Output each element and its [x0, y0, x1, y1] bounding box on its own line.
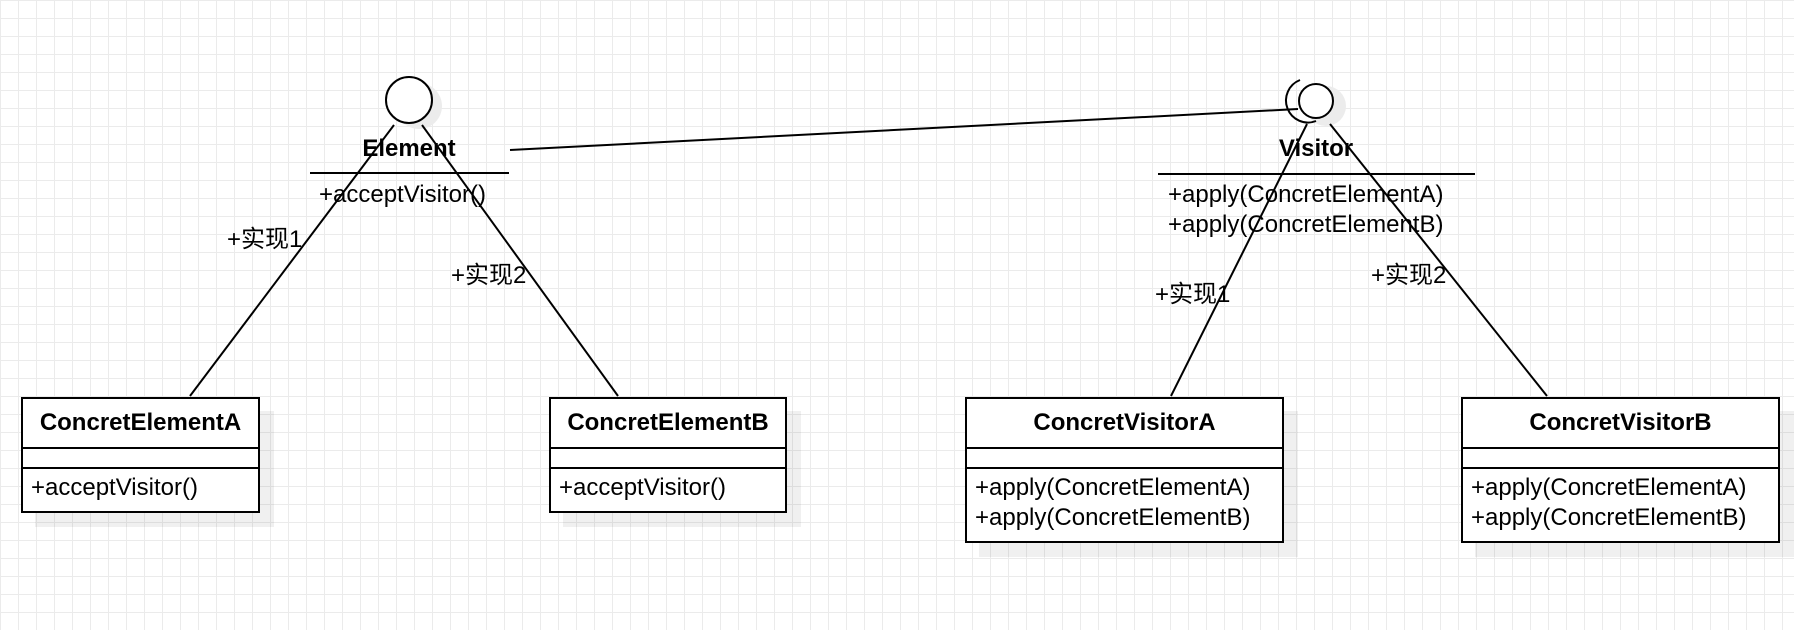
class-attributes-compartment: [551, 449, 785, 469]
visitor-required-socket-icon: [1285, 79, 1317, 124]
class-operation: +apply(ConcretElementB): [975, 504, 1251, 531]
visitor-operation-2: +apply(ConcretElementB): [1168, 211, 1444, 238]
class-box-concret-element-a[interactable]: ConcretElementA +acceptVisitor(): [21, 397, 260, 513]
class-operation: +acceptVisitor(): [559, 474, 726, 501]
visitor-impl-1-label: +实现1: [1155, 281, 1231, 308]
element-visitor-association[interactable]: [509, 108, 1299, 151]
class-name: ConcretElementB: [551, 399, 785, 449]
class-operations-compartment: +acceptVisitor(): [23, 469, 258, 507]
element-impl-2-label: +实现2: [451, 262, 527, 289]
element-interface-icon[interactable]: [385, 76, 433, 124]
class-operations-compartment: +apply(ConcretElementA) +apply(ConcretEl…: [1463, 469, 1778, 537]
element-impl-2-edge[interactable]: [421, 124, 619, 397]
class-box-concret-visitor-a[interactable]: ConcretVisitorA +apply(ConcretElementA) …: [965, 397, 1284, 543]
visitor-impl-1-edge[interactable]: [1170, 123, 1308, 397]
class-operations-compartment: +acceptVisitor(): [551, 469, 785, 507]
class-name: ConcretElementA: [23, 399, 258, 449]
class-operation: +apply(ConcretElementA): [975, 474, 1251, 501]
element-interface-name: Element: [362, 135, 456, 162]
visitor-impl-2-label: +实现2: [1371, 262, 1447, 289]
element-operation: +acceptVisitor(): [319, 181, 486, 208]
class-name: ConcretVisitorA: [967, 399, 1282, 449]
class-attributes-compartment: [1463, 449, 1778, 469]
class-attributes-compartment: [967, 449, 1282, 469]
class-name: ConcretVisitorB: [1463, 399, 1778, 449]
visitor-interface-icon[interactable]: [1298, 83, 1334, 119]
element-impl-1-edge[interactable]: [189, 124, 395, 397]
class-box-concret-visitor-b[interactable]: ConcretVisitorB +apply(ConcretElementA) …: [1461, 397, 1780, 543]
class-operation: +acceptVisitor(): [31, 474, 198, 501]
class-box-concret-element-b[interactable]: ConcretElementB +acceptVisitor(): [549, 397, 787, 513]
class-operation: +apply(ConcretElementA): [1471, 474, 1747, 501]
class-operations-compartment: +apply(ConcretElementA) +apply(ConcretEl…: [967, 469, 1282, 537]
element-impl-1-label: +实现1: [227, 226, 303, 253]
visitor-impl-2-edge[interactable]: [1329, 123, 1548, 397]
visitor-operation-1: +apply(ConcretElementA): [1168, 181, 1444, 208]
class-operation: +apply(ConcretElementB): [1471, 504, 1747, 531]
class-attributes-compartment: [23, 449, 258, 469]
visitor-interface-name: Visitor: [1278, 135, 1354, 162]
